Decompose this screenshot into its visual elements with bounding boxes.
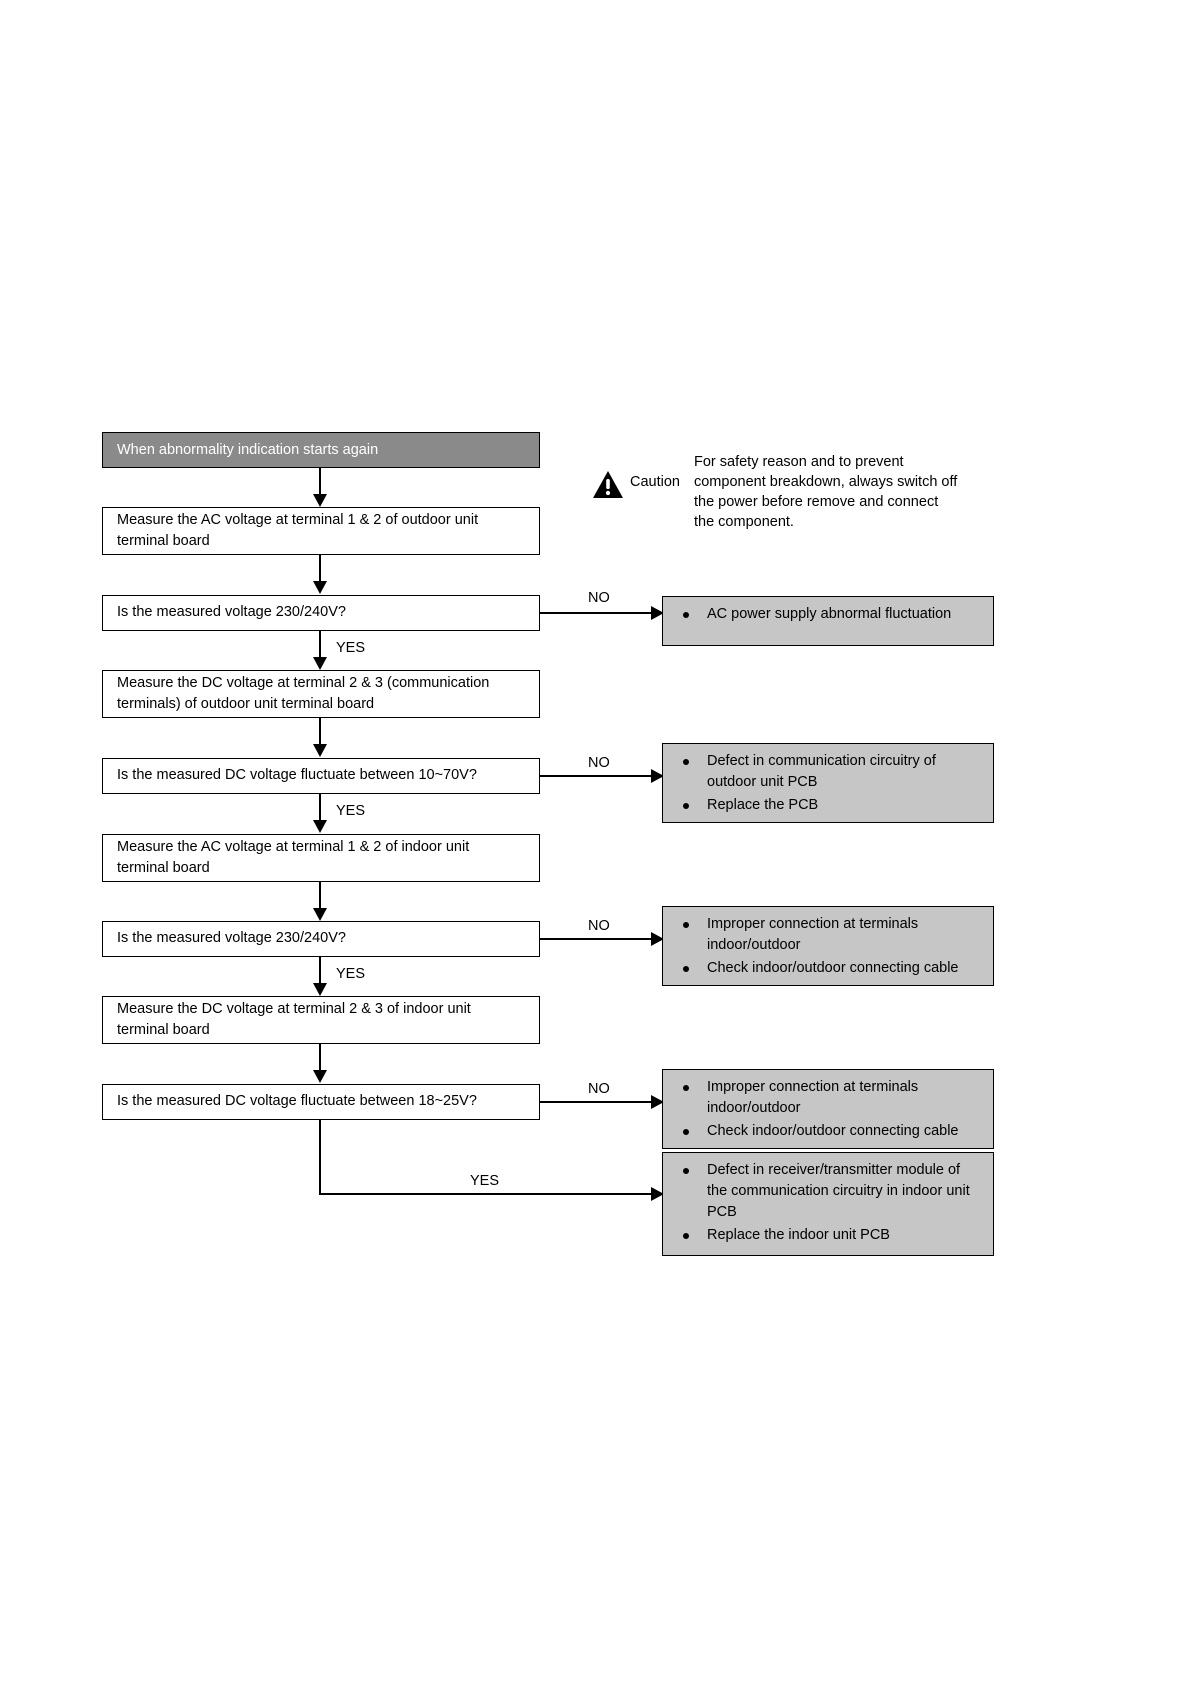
arrow-step4-to-decision4 <box>312 1070 327 1083</box>
edge-label-yes-2: YES <box>336 803 366 819</box>
arrow-step1-to-decision1 <box>312 581 327 594</box>
connector-decision4-no <box>540 1101 655 1104</box>
bullet-icon <box>683 922 689 928</box>
decision-dc-indoor-18-25: Is the measured DC voltage fluctuate bet… <box>102 1084 540 1120</box>
bullet-icon <box>683 1129 689 1136</box>
arrow-decision2-yes <box>312 820 327 833</box>
list-item: Replace the PCB <box>677 795 983 816</box>
list-item: Replace the indoor unit PCB <box>677 1225 983 1246</box>
connector-step2-to-decision2 <box>319 718 322 747</box>
warning-triangle-icon <box>592 470 624 499</box>
connector-decision3-no <box>540 938 655 941</box>
step-measure-dc-outdoor: Measure the DC voltage at terminal 2 & 3… <box>102 670 540 718</box>
edge-label-no-1: NO <box>588 590 610 606</box>
result-improper-connection-1-list: Improper connection at terminals indoor/… <box>677 914 983 979</box>
connector-decision2-yes <box>319 794 322 823</box>
connector-decision2-no <box>540 775 655 778</box>
bullet-icon <box>683 612 689 618</box>
caution-text: For safety reason and to prevent compone… <box>693 454 958 530</box>
list-item: Check indoor/outdoor connecting cable <box>677 958 983 979</box>
step-measure-ac-outdoor: Measure the AC voltage at terminal 1 & 2… <box>102 507 540 555</box>
flowchart-header-box: When abnormality indication starts again <box>102 432 540 468</box>
list-item: AC power supply abnormal fluctuation <box>677 604 983 625</box>
arrow-decision2-no <box>651 768 664 783</box>
arrow-decision4-no <box>651 1094 664 1109</box>
step-measure-dc-indoor-label: Measure the DC voltage at terminal 2 & 3… <box>117 1000 471 1038</box>
result-outdoor-pcb-defect-list: Defect in communication circuitry of out… <box>677 751 983 816</box>
arrow-decision3-no <box>651 931 664 946</box>
connector-decision1-yes <box>319 631 322 660</box>
caution-label: Caution <box>630 474 680 490</box>
decision-ac-outdoor-230-240: Is the measured voltage 230/240V? <box>102 595 540 631</box>
result-ac-power-abnormal-list: AC power supply abnormal fluctuation <box>677 604 983 625</box>
step-measure-ac-indoor-label: Measure the AC voltage at terminal 1 & 2… <box>117 838 470 876</box>
list-item: Improper connection at terminals indoor/… <box>677 914 983 956</box>
result-improper-connection-2: Improper connection at terminals indoor/… <box>662 1069 994 1149</box>
bullet-icon <box>683 803 689 810</box>
decision-dc-indoor-18-25-label: Is the measured DC voltage fluctuate bet… <box>117 1093 477 1110</box>
edge-label-yes-4: YES <box>470 1173 500 1189</box>
connector-decision4-yes-vertical <box>319 1120 322 1195</box>
edge-label-no-3: NO <box>588 918 610 934</box>
connector-decision4-yes-horizontal <box>319 1192 655 1195</box>
decision-ac-indoor-230-240-label: Is the measured voltage 230/240V? <box>117 930 346 947</box>
result-ac-power-abnormal: AC power supply abnormal fluctuation <box>662 596 994 646</box>
arrow-decision4-yes <box>651 1187 664 1201</box>
step-measure-dc-indoor: Measure the DC voltage at terminal 2 & 3… <box>102 996 540 1044</box>
arrow-decision1-yes <box>312 657 327 670</box>
decision-dc-outdoor-10-70-label: Is the measured DC voltage fluctuate bet… <box>117 767 477 784</box>
decision-ac-outdoor-230-240-label: Is the measured voltage 230/240V? <box>117 604 346 621</box>
result-outdoor-pcb-defect: Defect in communication circuitry of out… <box>662 743 994 823</box>
edge-label-no-4: NO <box>588 1081 610 1097</box>
arrow-step2-to-decision2 <box>312 744 327 757</box>
arrow-decision3-yes <box>312 983 327 996</box>
decision-ac-indoor-230-240: Is the measured voltage 230/240V? <box>102 921 540 957</box>
edge-label-yes-3: YES <box>336 966 366 982</box>
arrow-step3-to-decision3 <box>312 908 327 921</box>
bullet-icon <box>683 759 689 765</box>
connector-decision3-yes <box>319 957 322 986</box>
bullet-icon <box>683 966 689 973</box>
step-measure-ac-outdoor-label: Measure the AC voltage at terminal 1 & 2… <box>117 511 479 549</box>
connector-decision1-no <box>540 612 655 615</box>
arrow-decision1-no <box>651 605 664 620</box>
connector-header-to-step1 <box>319 468 322 497</box>
list-item: Improper connection at terminals indoor/… <box>677 1077 983 1119</box>
step-measure-ac-indoor: Measure the AC voltage at terminal 1 & 2… <box>102 834 540 882</box>
connector-step3-to-decision3 <box>319 882 322 911</box>
connector-step4-to-decision4 <box>319 1044 322 1073</box>
bullet-icon <box>683 1085 689 1091</box>
bullet-icon <box>683 1233 689 1240</box>
result-indoor-pcb-defect-list: Defect in receiver/transmitter module of… <box>677 1160 983 1246</box>
edge-label-no-2: NO <box>588 755 610 771</box>
caution-block: Caution For safety reason and to prevent… <box>592 452 992 532</box>
flowchart-header-label: When abnormality indication starts again <box>117 442 379 458</box>
arrow-header-to-step1 <box>312 494 327 507</box>
edge-label-yes-1: YES <box>336 640 366 656</box>
result-improper-connection-1: Improper connection at terminals indoor/… <box>662 906 994 986</box>
list-item: Check indoor/outdoor connecting cable <box>677 1121 983 1142</box>
list-item: Defect in receiver/transmitter module of… <box>677 1160 983 1223</box>
list-item: Defect in communication circuitry of out… <box>677 751 983 793</box>
result-indoor-pcb-defect: Defect in receiver/transmitter module of… <box>662 1152 994 1256</box>
bullet-icon <box>683 1168 689 1174</box>
connector-step1-to-decision1 <box>319 555 322 584</box>
step-measure-dc-outdoor-label: Measure the DC voltage at terminal 2 & 3… <box>117 674 490 712</box>
result-improper-connection-2-list: Improper connection at terminals indoor/… <box>677 1077 983 1142</box>
decision-dc-outdoor-10-70: Is the measured DC voltage fluctuate bet… <box>102 758 540 794</box>
